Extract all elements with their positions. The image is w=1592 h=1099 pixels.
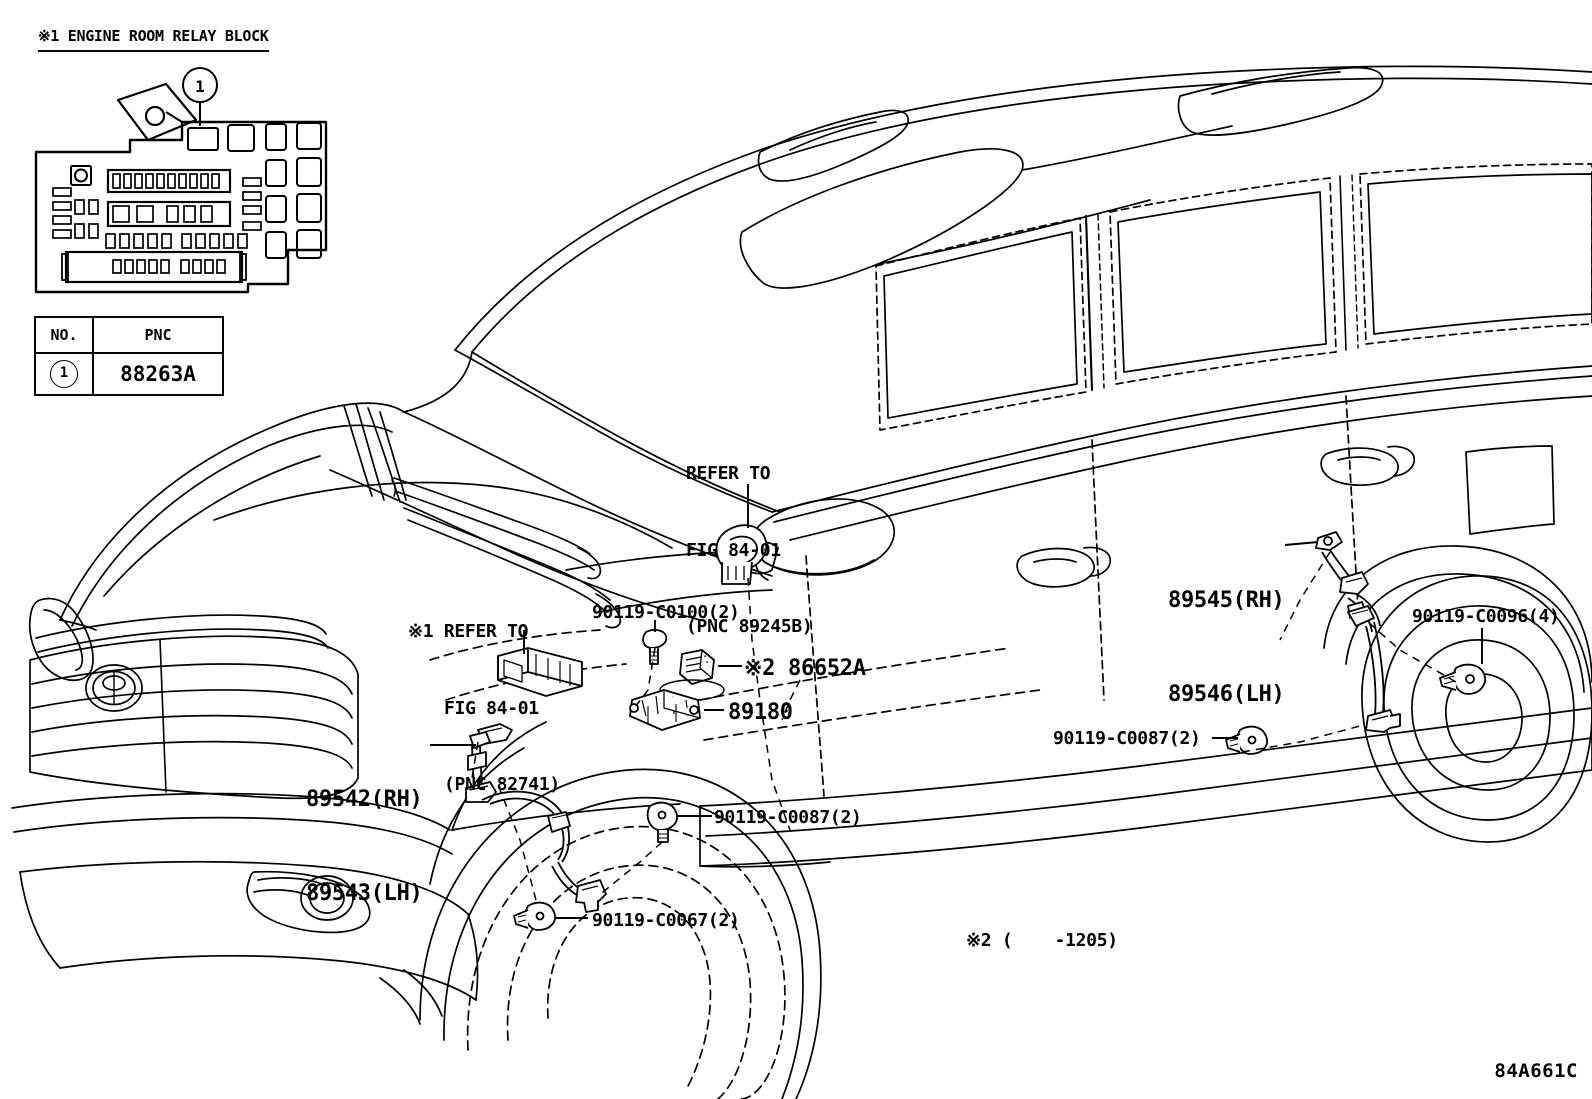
sensor-rear-lh: 89546(LH) (1168, 682, 1285, 708)
callout-refer-82741: ※1 REFER TO FIG 84-01 (PNC 82741) (408, 568, 560, 849)
callout-sensor-rear: 89545(RH) 89546(LH) (1168, 523, 1285, 773)
locator-c0087-front (597, 841, 663, 897)
callout-bolt-c0087-front: 90119-C0087(2) (714, 807, 862, 828)
callout-part-86652a: ※2 86652A (744, 656, 866, 681)
part-89180 (629, 689, 701, 731)
sensor-rear-rh: 89545(RH) (1168, 588, 1285, 614)
callout-sensor-front: 89542(RH) 89543(LH) (306, 722, 423, 972)
leader-89545 (1284, 541, 1319, 546)
locator-89545-down (1279, 551, 1331, 641)
legend-header-row: NO. PNC (34, 316, 224, 354)
callout-part-89180: 89180 (728, 700, 793, 725)
part-86652a (679, 649, 715, 685)
legend-table: NO. PNC 1 88263A (34, 316, 224, 396)
footnote-note2: ※2 ( -1205) (966, 930, 1118, 951)
callout-refer-89245b: REFER TO FIG 84-01 (PNC 89245B) (686, 410, 813, 691)
sensor-front-rh: 89542(RH) (306, 787, 423, 813)
bolt-90119-c0096 (1439, 663, 1486, 695)
callout-bolt-c0067: 90119-C0067(2) (592, 910, 740, 931)
legend-cell-no: 1 (34, 352, 94, 396)
locator-c0087-rear (1241, 725, 1361, 753)
sensor-front-lh: 89543(LH) (306, 881, 423, 907)
refer-82741-line1: ※1 REFER TO (408, 621, 529, 643)
refer-89245b-line1: REFER TO (686, 463, 771, 485)
svg-text:1: 1 (195, 77, 205, 96)
bolt-90119-c0067 (513, 901, 556, 931)
callout-number-badge: 1 (50, 360, 78, 388)
refer-89245b-line3: (PNC 89245B) (686, 616, 813, 638)
legend-header-no: NO. (34, 316, 94, 354)
legend-header-pnc: PNC (92, 316, 224, 354)
locator-c0096 (1367, 621, 1457, 683)
refer-82741-line2: FIG 84-01 (444, 697, 539, 719)
refer-89245b-line2: FIG 84-01 (686, 539, 781, 561)
part-89542-89543-front-sensor (465, 723, 607, 913)
callout-bolt-c0096: 90119-C0096(4) (1412, 606, 1560, 627)
bolt-90119-c0100 (642, 629, 668, 665)
legend-cell-pnc: 88263A (92, 352, 224, 396)
part-89545-89546-rear-sensor (1315, 531, 1401, 733)
locator-c0067 (499, 789, 537, 901)
callout-bolt-c0100: 90119-C0100(2) (592, 602, 740, 623)
callout-bolt-c0087-rear: 90119-C0087(2) (1053, 728, 1201, 749)
drawing-id: 84A661C (1494, 1060, 1578, 1083)
locator-c0100 (635, 647, 656, 707)
legend-row: 1 88263A (34, 352, 224, 396)
bolt-90119-c0087-front (646, 801, 678, 843)
refer-82741-line3: (PNC 82741) (444, 774, 560, 796)
part-89245b-sensor (715, 524, 768, 585)
locator-86652a-down (781, 679, 801, 721)
relay-block-title: ※1 ENGINE ROOM RELAY BLOCK (38, 26, 269, 53)
part-82741-connector (497, 647, 583, 697)
